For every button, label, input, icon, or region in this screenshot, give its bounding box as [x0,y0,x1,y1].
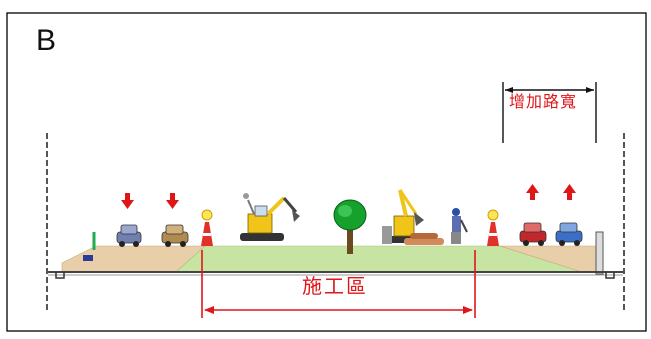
arrow-down-icon [166,193,179,209]
car-icon [555,222,583,246]
tree-icon [333,199,367,254]
widening-dimension [502,82,597,143]
right-curb [595,231,604,275]
road-cross-section [48,231,623,279]
traffic-cone-icon [201,209,213,246]
widening-label: 增加路寬 [509,92,578,111]
arrow-down-icon [121,193,134,209]
arrow-up-icon [563,184,576,200]
work-zone-dimension [201,250,476,318]
car-icon [161,224,189,247]
frame-border [6,12,647,332]
traffic-cone-icon [487,209,499,246]
right-drain [605,272,615,279]
materials-icon [404,233,444,245]
worker-icon [451,208,468,244]
work-zone-label: 施工區 [302,274,368,298]
excavator-icon [240,193,300,241]
arrow-up-icon [526,184,539,200]
panel-label: B [36,24,57,57]
car-icon [116,224,142,247]
car-icon [519,222,547,246]
left-drain [55,272,65,279]
